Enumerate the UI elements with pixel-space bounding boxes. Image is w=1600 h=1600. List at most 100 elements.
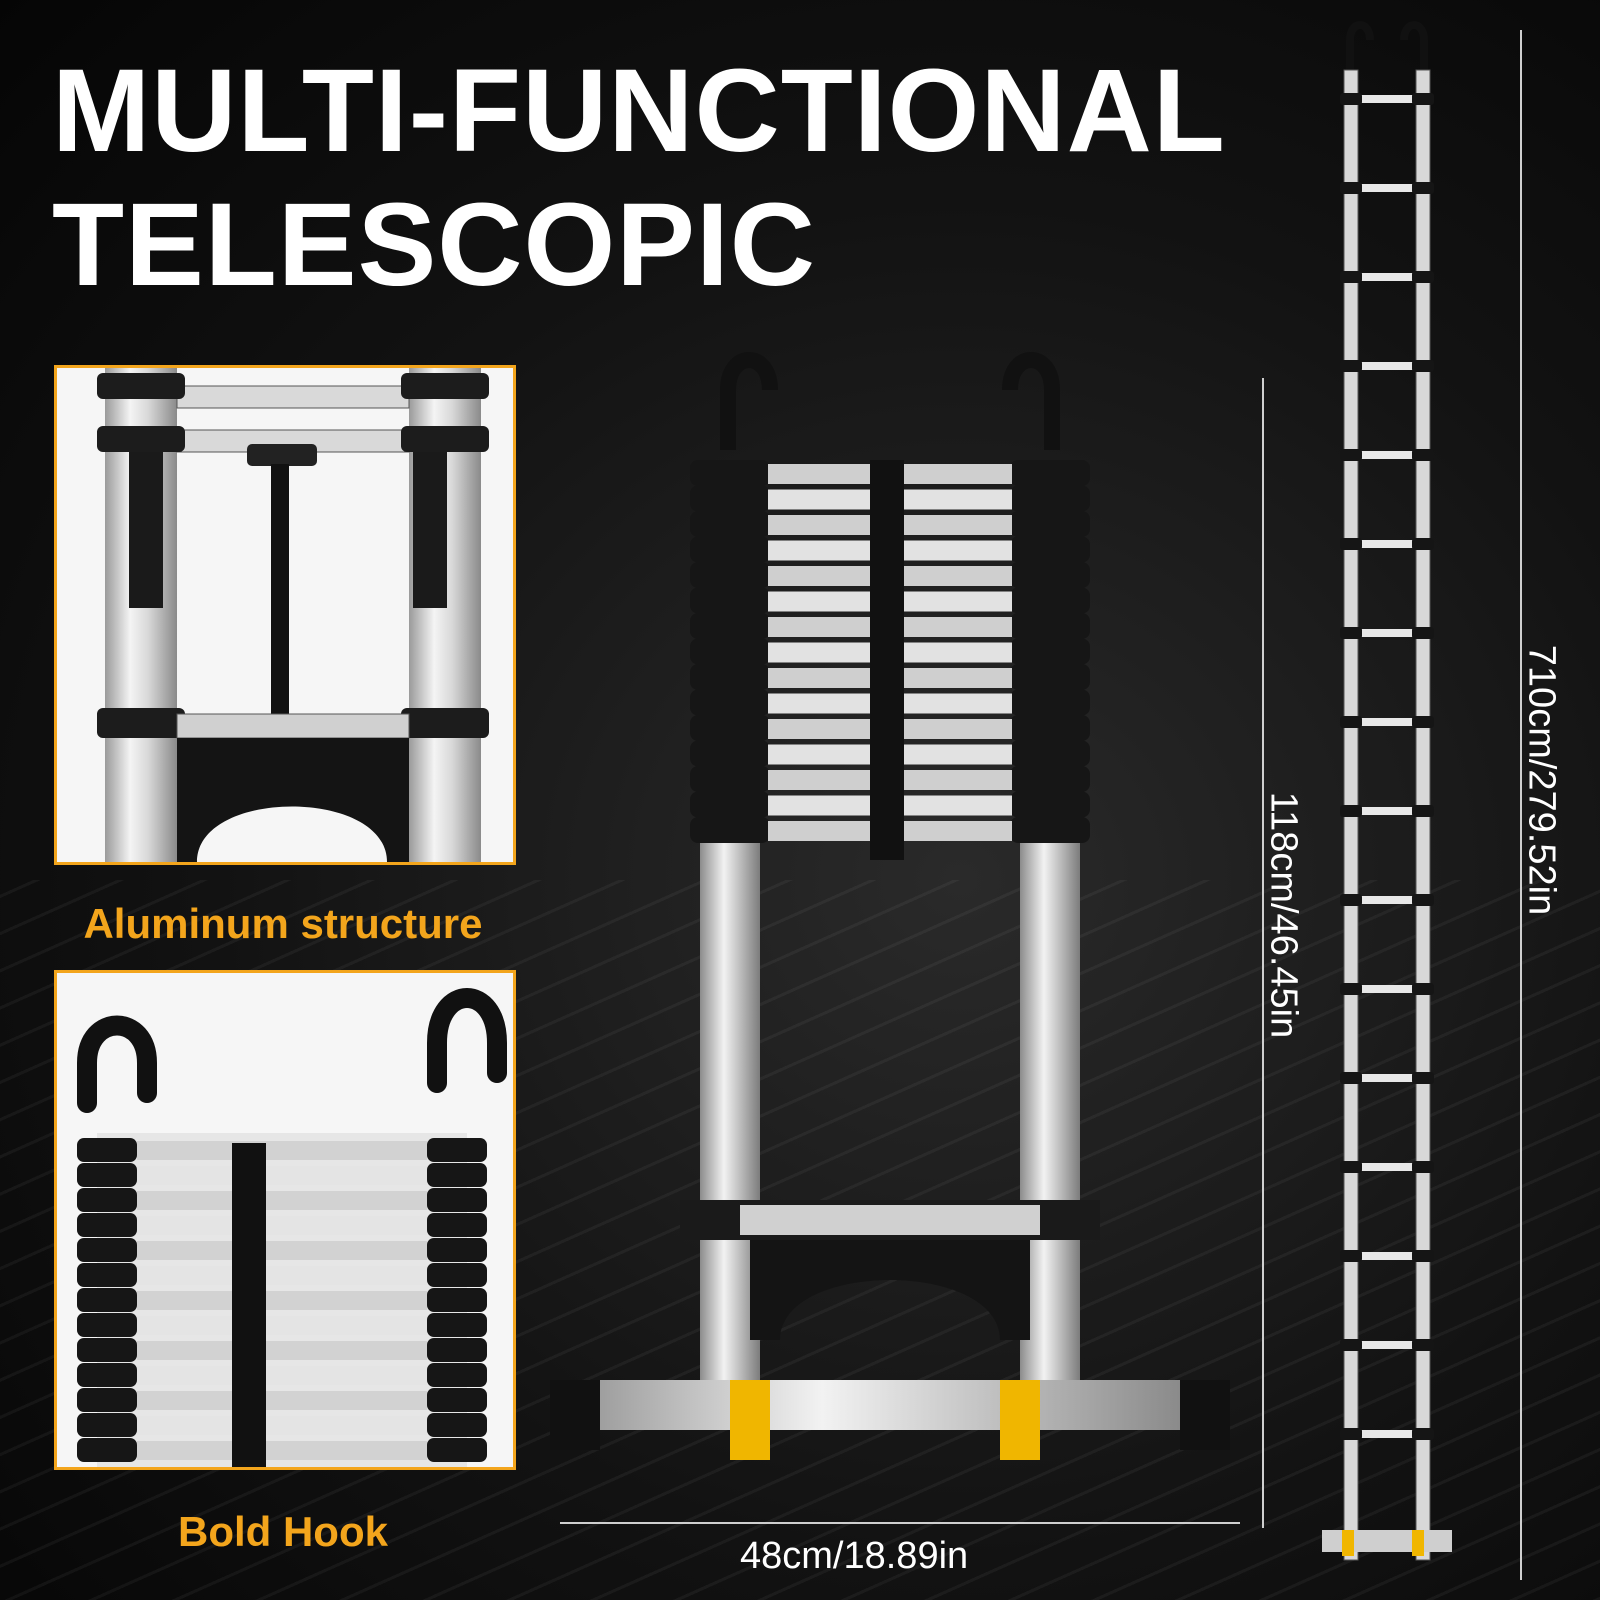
ladder-collar	[77, 1313, 137, 1337]
ladder-rung	[1358, 95, 1416, 103]
ladder-collar	[1412, 1072, 1434, 1084]
ladder-collar	[1010, 485, 1090, 512]
ladder-rung	[137, 1166, 427, 1185]
ladder-collar	[1340, 805, 1362, 817]
ladder-collar	[77, 1363, 137, 1387]
ladder-collar	[1340, 1250, 1362, 1262]
width-dimension-line	[560, 1522, 1240, 1524]
ladder-rung	[137, 1341, 427, 1360]
ladder-collar	[1340, 1428, 1362, 1440]
ladder-collar	[1010, 664, 1090, 690]
ladder-collar	[1412, 271, 1434, 283]
ladder-collar	[1010, 791, 1090, 818]
ladder-rung	[1358, 1074, 1416, 1082]
ladder-collar	[1010, 766, 1090, 792]
ladder-rung	[1358, 184, 1416, 192]
ladder-collar	[1340, 1339, 1362, 1351]
ladder-rung	[137, 1441, 427, 1460]
extended-height-label: 710cm/279.52in	[1520, 644, 1563, 916]
ladder-collar	[690, 664, 770, 690]
ladder-rung	[137, 1141, 427, 1160]
ladder-rung	[137, 1416, 427, 1435]
ladder-rung	[1358, 629, 1416, 637]
ladder-collar	[690, 460, 770, 486]
ladder-collar	[427, 1413, 487, 1437]
headline-line-2: TELESCOPIC	[52, 179, 816, 311]
ladder-rung	[1358, 362, 1416, 370]
ladder-collar	[1340, 1161, 1362, 1173]
ladder-collar	[77, 1138, 137, 1162]
bold-hook-illustration	[77, 988, 507, 1467]
ladder-collar	[1412, 983, 1434, 995]
ladder-rung	[137, 1191, 427, 1210]
ladder-collar	[690, 536, 770, 563]
ladder-rung	[137, 1366, 427, 1385]
ladder-rung	[137, 1391, 427, 1410]
ladder-collar	[1340, 182, 1362, 194]
ladder-collar	[427, 1363, 487, 1387]
ladder-collar	[1010, 562, 1090, 588]
ladder-collar	[77, 1163, 137, 1187]
ladder-collar	[77, 1238, 137, 1262]
ladder-collar	[690, 511, 770, 537]
ladder-rung	[137, 1216, 427, 1235]
ladder-collar	[690, 613, 770, 639]
bold-hook-photo	[54, 970, 516, 1470]
ladder-collar	[1010, 460, 1090, 486]
headline-line-1: MULTI-FUNCTIONAL	[52, 45, 1226, 177]
ladder-collar	[1340, 360, 1362, 372]
height-dimension-line	[1262, 378, 1264, 1528]
ladder-collar	[690, 689, 770, 716]
ladder-rung	[137, 1316, 427, 1335]
aluminum-structure-caption: Aluminum structure	[83, 900, 483, 947]
ladder-collar	[77, 1413, 137, 1437]
ladder-collar	[1340, 627, 1362, 639]
ladder-collar	[690, 562, 770, 588]
ladder-rung	[1358, 985, 1416, 993]
folded-width-label: 48cm/18.89in	[740, 1535, 969, 1577]
ladder-collar	[690, 766, 770, 792]
ladder-collar	[1340, 449, 1362, 461]
ladder-collar	[77, 1388, 137, 1412]
ladder-collar	[77, 1288, 137, 1312]
ladder-collar	[1340, 894, 1362, 906]
ladder-collar	[427, 1438, 487, 1462]
ladder-collar	[690, 587, 770, 614]
ladder-collar	[1412, 894, 1434, 906]
ladder-collar	[690, 638, 770, 665]
ladder-rung	[1358, 896, 1416, 904]
ladder-collar	[1412, 449, 1434, 461]
ladder-collar	[427, 1213, 487, 1237]
ladder-collar	[1340, 983, 1362, 995]
ladder-collar	[427, 1313, 487, 1337]
ladder-collar	[1010, 689, 1090, 716]
ladder-collar	[1010, 511, 1090, 537]
extended-dimension-line	[1520, 30, 1522, 1580]
ladder-collar	[77, 1438, 137, 1462]
ladder-collar	[427, 1138, 487, 1162]
ladder-rung	[1358, 1341, 1416, 1349]
ladder-collar	[1010, 715, 1090, 741]
ladder-collar	[690, 715, 770, 741]
ladder-collar	[1340, 1072, 1362, 1084]
ladder-collar	[1412, 538, 1434, 550]
ladder-rung	[1358, 718, 1416, 726]
ladder-collar	[1340, 538, 1362, 550]
ladder-collar	[427, 1238, 487, 1262]
ladder-collar	[1412, 1161, 1434, 1173]
ladder-collar	[1412, 93, 1434, 105]
ladder-collar	[1010, 638, 1090, 665]
ladder-collar	[77, 1213, 137, 1237]
ladder-collar	[690, 791, 770, 818]
ladder-collar	[1412, 627, 1434, 639]
ladder-collar	[1412, 716, 1434, 728]
ladder-collar	[1010, 587, 1090, 614]
ladder-collar	[1412, 1428, 1434, 1440]
ladder-collar	[1412, 360, 1434, 372]
ladder-collar	[1412, 1250, 1434, 1262]
ladder-rung	[1358, 273, 1416, 281]
ladder-rung	[137, 1241, 427, 1260]
ladder-collar	[427, 1263, 487, 1287]
ladder-collar	[1010, 613, 1090, 639]
ladder-collar	[1412, 805, 1434, 817]
